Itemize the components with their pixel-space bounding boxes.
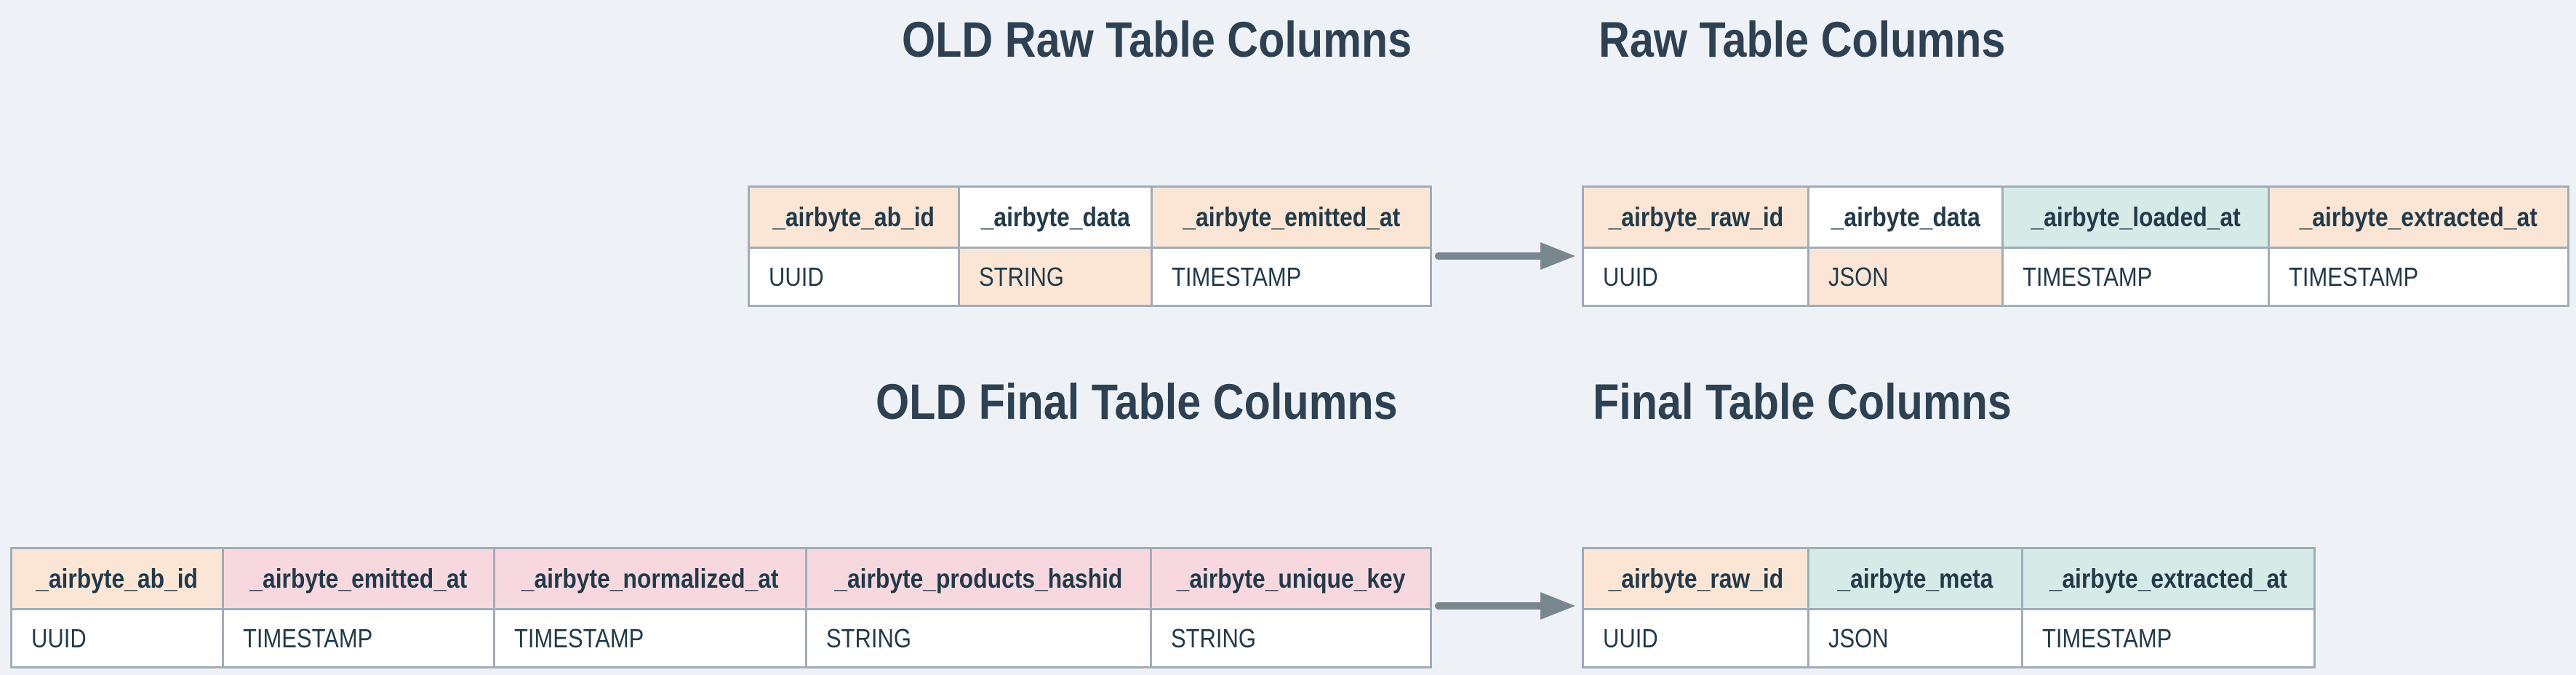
column-type-label: STRING	[979, 261, 1064, 292]
column-header-label: _airbyte_emitted_at	[1183, 201, 1400, 232]
column-header-label: _airbyte_emitted_at	[249, 563, 468, 594]
column-header-cell: _airbyte_data	[1807, 185, 2004, 249]
final-type-row: UUID JSON TIMESTAMP	[1582, 608, 2316, 668]
column-type-cell: TIMESTAMP	[222, 608, 495, 668]
arrow-right-icon	[1435, 242, 1575, 270]
column-header-cell: _airbyte_unique_key	[1150, 547, 1432, 610]
column-header-cell: _airbyte_products_hashid	[805, 547, 1152, 610]
column-header-label: _airbyte_extracted_at	[2049, 563, 2288, 594]
column-header-label: _airbyte_data	[1831, 201, 1980, 232]
column-type-label: TIMESTAMP	[2289, 261, 2419, 292]
column-type-label: TIMESTAMP	[2042, 623, 2172, 653]
title-final-table-columns: Final Table Columns	[1593, 377, 2080, 427]
column-type-label: TIMESTAMP	[514, 623, 644, 653]
column-header-cell: _airbyte_raw_id	[1582, 547, 1809, 610]
raw-table: _airbyte_raw_id _airbyte_data _airbyte_l…	[1582, 185, 2569, 307]
column-header-cell: _airbyte_meta	[1807, 547, 2023, 610]
column-type-cell: TIMESTAMP	[2021, 608, 2316, 668]
old-final-header-row: _airbyte_ab_id _airbyte_emitted_at _airb…	[10, 547, 1432, 610]
column-header-cell: _airbyte_data	[958, 185, 1153, 249]
column-type-label: UUID	[769, 261, 824, 292]
column-type-cell: UUID	[10, 608, 224, 668]
title-raw-table-columns: Raw Table Columns	[1599, 15, 2071, 65]
column-type-cell: TIMESTAMP	[2268, 247, 2569, 307]
column-type-label: TIMESTAMP	[1172, 261, 1302, 292]
column-type-label: UUID	[1603, 261, 1658, 292]
column-header-cell: _airbyte_raw_id	[1582, 185, 1809, 249]
old-raw-header-row: _airbyte_ab_id _airbyte_data _airbyte_em…	[748, 185, 1432, 249]
title-raw-label: Raw Table Columns	[1599, 12, 2006, 68]
column-header-label: _airbyte_loaded_at	[2031, 201, 2241, 232]
final-header-row: _airbyte_raw_id _airbyte_meta _airbyte_e…	[1582, 547, 2316, 610]
column-type-cell: UUID	[1582, 608, 1809, 668]
column-header-cell: _airbyte_emitted_at	[1151, 185, 1432, 249]
column-type-cell: JSON	[1807, 608, 2023, 668]
column-type-cell: TIMESTAMP	[1151, 247, 1432, 307]
old-final-table: _airbyte_ab_id _airbyte_emitted_at _airb…	[10, 547, 1432, 668]
title-old-raw-table-columns: OLD Raw Table Columns	[902, 15, 1495, 65]
column-type-label: UUID	[1603, 623, 1658, 653]
title-old-raw-label: OLD Raw Table Columns	[902, 12, 1412, 68]
column-header-cell: _airbyte_ab_id	[748, 185, 960, 249]
column-header-label: _airbyte_unique_key	[1176, 563, 1406, 594]
column-type-cell: TIMESTAMP	[2001, 247, 2270, 307]
column-header-cell: _airbyte_normalized_at	[493, 547, 807, 610]
column-header-cell: _airbyte_extracted_at	[2268, 185, 2569, 249]
column-header-label: _airbyte_data	[980, 201, 1130, 232]
column-type-cell: JSON	[1807, 247, 2004, 307]
column-header-label: _airbyte_extracted_at	[2299, 201, 2538, 232]
column-type-cell: STRING	[958, 247, 1153, 307]
old-raw-table: _airbyte_ab_id _airbyte_data _airbyte_em…	[748, 185, 1432, 307]
title-old-final-table-columns: OLD Final Table Columns	[876, 377, 1482, 427]
column-type-label: JSON	[1828, 623, 1889, 653]
column-type-cell: UUID	[1582, 247, 1809, 307]
old-final-type-row: UUID TIMESTAMP TIMESTAMP STRING STRING	[10, 608, 1432, 668]
column-header-label: _airbyte_normalized_at	[521, 563, 779, 594]
raw-type-row: UUID JSON TIMESTAMP TIMESTAMP	[1582, 247, 2569, 307]
column-type-label: UUID	[31, 623, 87, 653]
column-header-label: _airbyte_meta	[1837, 563, 1993, 594]
column-header-cell: _airbyte_ab_id	[10, 547, 224, 610]
column-header-cell: _airbyte_loaded_at	[2001, 185, 2270, 249]
column-type-label: STRING	[1171, 623, 1256, 653]
title-old-final-label: OLD Final Table Columns	[876, 374, 1398, 430]
column-header-label: _airbyte_ab_id	[36, 563, 199, 594]
final-table: _airbyte_raw_id _airbyte_meta _airbyte_e…	[1582, 547, 2316, 668]
column-type-cell: STRING	[1150, 608, 1432, 668]
old-raw-type-row: UUID STRING TIMESTAMP	[748, 247, 1432, 307]
column-type-label: TIMESTAMP	[243, 623, 373, 653]
column-type-cell: UUID	[748, 247, 960, 307]
title-final-label: Final Table Columns	[1593, 374, 2012, 430]
arrow-right-icon	[1435, 592, 1575, 620]
column-header-label: _airbyte_ab_id	[772, 201, 935, 232]
column-header-cell: _airbyte_extracted_at	[2021, 547, 2316, 610]
column-header-label: _airbyte_raw_id	[1608, 201, 1783, 232]
raw-header-row: _airbyte_raw_id _airbyte_data _airbyte_l…	[1582, 185, 2569, 249]
column-type-cell: STRING	[805, 608, 1152, 668]
column-type-label: TIMESTAMP	[2023, 261, 2153, 292]
column-header-label: _airbyte_products_hashid	[834, 563, 1123, 594]
column-type-cell: TIMESTAMP	[493, 608, 807, 668]
column-type-label: JSON	[1828, 261, 1889, 292]
column-type-label: STRING	[826, 623, 911, 653]
column-header-cell: _airbyte_emitted_at	[222, 547, 495, 610]
column-header-label: _airbyte_raw_id	[1608, 563, 1783, 594]
